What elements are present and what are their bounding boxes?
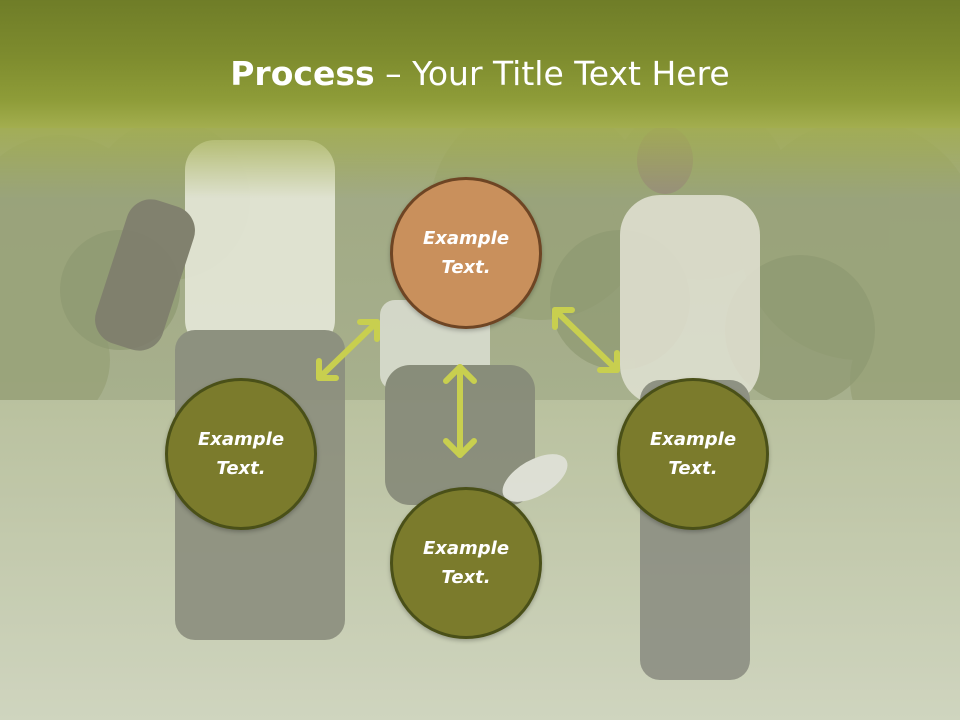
bottom-node-line2: Text. — [441, 567, 491, 588]
center-node-line1: Example — [422, 228, 510, 249]
arrow-center-to-bottom — [443, 364, 477, 458]
left-node-line2: Text. — [216, 458, 266, 479]
right-node[interactable]: Example Text. — [617, 378, 769, 530]
arrow-center-to-left — [316, 319, 380, 381]
right-node-line2: Text. — [668, 458, 718, 479]
title-bold: Process — [230, 54, 375, 93]
right-node-line1: Example — [649, 429, 737, 450]
slide-title: Process – Your Title Text Here — [0, 52, 960, 96]
arrow-center-to-right — [552, 307, 620, 373]
bottom-node-line1: Example — [422, 538, 510, 559]
left-node-line1: Example — [197, 429, 285, 450]
bottom-node[interactable]: Example Text. — [390, 487, 542, 639]
title-band — [0, 0, 960, 128]
left-node[interactable]: Example Text. — [165, 378, 317, 530]
center-node-line2: Text. — [441, 257, 491, 278]
center-node[interactable]: Example Text. — [390, 177, 542, 329]
title-rest: – Your Title Text Here — [374, 54, 730, 93]
